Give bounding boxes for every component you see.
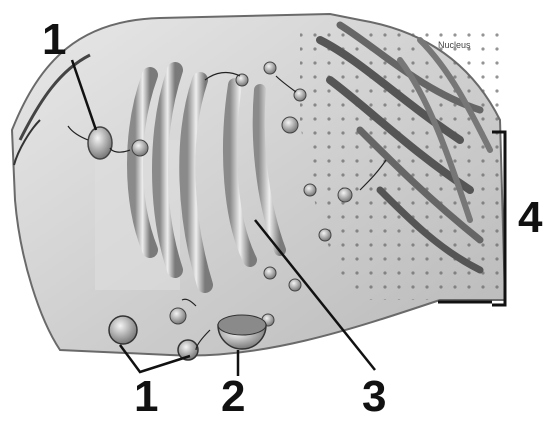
- label-1-top: 1: [42, 18, 66, 62]
- label-2: 2: [221, 375, 245, 419]
- label-1-bottom: 1: [134, 375, 158, 419]
- secretory-vesicle: [109, 316, 137, 344]
- label-3: 3: [362, 375, 386, 419]
- nucleus-label: Nucleus: [438, 40, 471, 50]
- label-4: 4: [518, 196, 542, 240]
